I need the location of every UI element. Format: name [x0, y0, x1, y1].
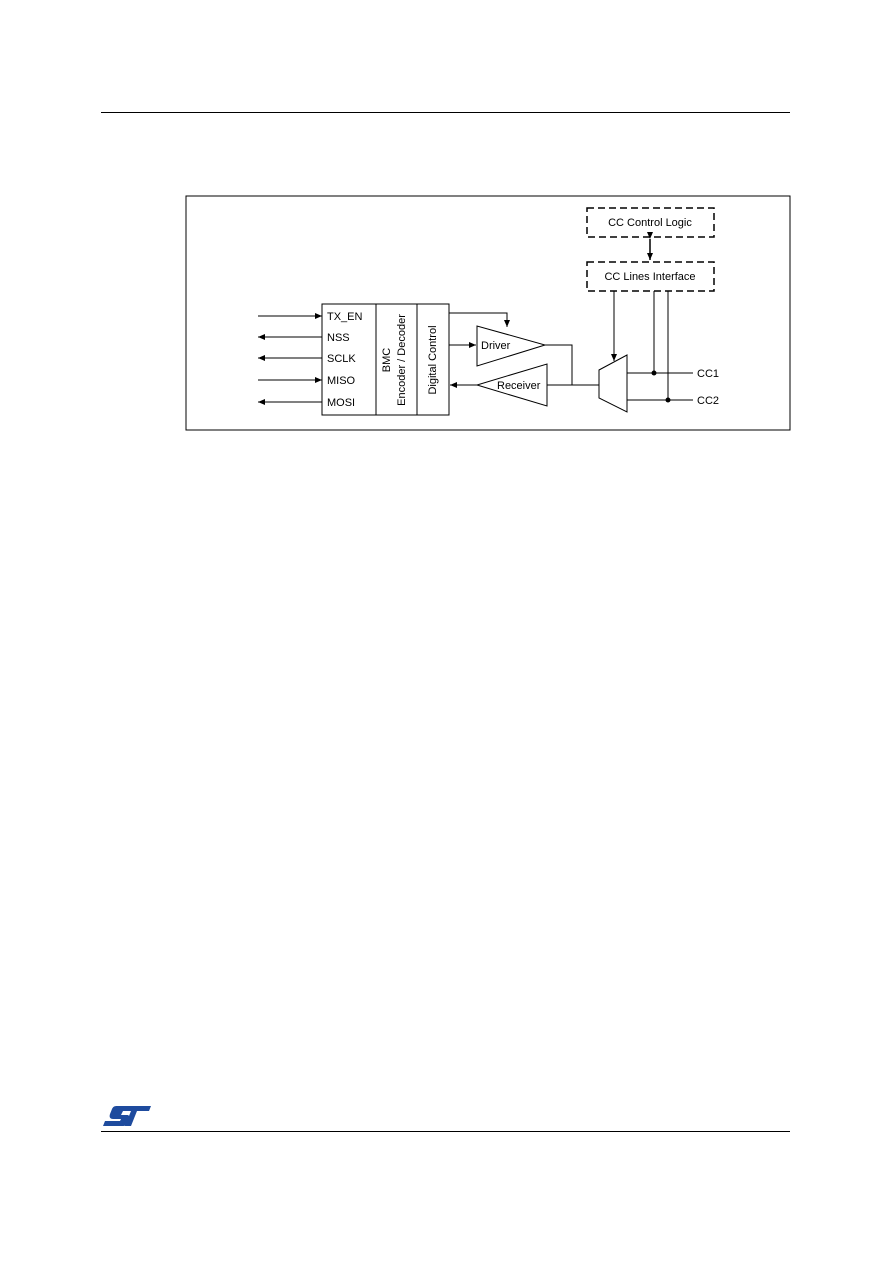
- miso-label: MISO: [327, 375, 356, 387]
- cc2-junction-dot: [665, 397, 671, 403]
- nss-label: NSS: [327, 332, 350, 344]
- receiver-label: Receiver: [497, 380, 541, 392]
- cc-mux: [598, 354, 628, 413]
- cc-lines-interface-box: [586, 261, 715, 292]
- tx-en-label: TX_EN: [327, 311, 363, 323]
- cc-control-logic-label: CC Control Logic: [608, 217, 692, 229]
- mosi-label: MOSI: [327, 397, 355, 409]
- driver-output-path: [545, 344, 599, 386]
- driver-amplifier: [476, 325, 547, 367]
- cc2-label: CC2: [697, 395, 719, 407]
- tx-enable-path: [449, 312, 510, 327]
- bmc-label: BMC: [381, 348, 393, 373]
- figure-frame: [185, 195, 791, 431]
- st-logo-icon: [103, 1106, 151, 1126]
- encoder-decoder-label: Encoder / Decoder: [396, 314, 408, 406]
- cc1-junction-dot: [651, 370, 657, 376]
- cc1-label: CC1: [697, 368, 719, 380]
- driver-label: Driver: [481, 340, 511, 352]
- header-rule: [101, 112, 790, 113]
- interface-block: [321, 303, 450, 416]
- sclk-label: SCLK: [327, 353, 356, 365]
- footer-rule: [101, 1131, 790, 1132]
- digital-control-label: Digital Control: [427, 325, 439, 394]
- cc-lines-interface-label: CC Lines Interface: [604, 271, 695, 283]
